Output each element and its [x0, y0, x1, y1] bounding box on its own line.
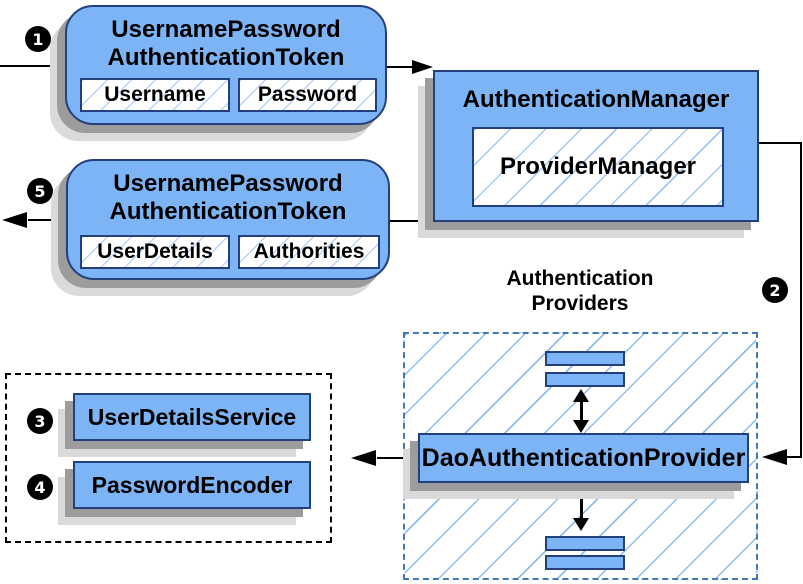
double-arrow-top-icon [572, 389, 590, 433]
provider-bar-top-1 [545, 351, 625, 366]
providers-group-label: Authentication Providers [460, 266, 700, 316]
providers-group-label-line1: Authentication [506, 267, 654, 290]
step-badge-3: 3 [27, 408, 53, 434]
dao-authentication-provider-box: DaoAuthenticationProvider [418, 433, 749, 483]
username-field-label: Username [104, 83, 206, 106]
userdetails-field-box: UserDetails [80, 235, 230, 269]
connector-incoming-request [0, 65, 67, 67]
connector-dao-to-beans [377, 457, 419, 459]
step-badge-1: 1 [25, 26, 51, 52]
user-details-service-label: UserDetailsService [87, 403, 297, 430]
authorities-field-box: Authorities [238, 235, 380, 269]
userdetails-field-label: UserDetails [97, 240, 213, 263]
username-field-box: Username [80, 78, 230, 112]
beans-container [5, 373, 332, 543]
authorities-field-label: Authorities [253, 240, 365, 263]
connector-token-to-manager [387, 66, 415, 68]
step-badge-5: 5 [27, 178, 53, 204]
response-token-box: UsernamePassword AuthenticationToken Use… [66, 159, 390, 280]
request-token-title-line1: UsernamePassword [111, 16, 341, 43]
password-field-box: Password [238, 78, 377, 112]
authentication-manager-title: AuthenticationManager [462, 86, 730, 113]
connector-token-outgoing [28, 219, 66, 221]
user-details-service-box: UserDetailsService [73, 393, 311, 441]
connector-manager-to-provider-h [759, 142, 802, 144]
authentication-manager-box: AuthenticationManager ProviderManager [433, 70, 759, 222]
provider-manager-label: ProviderManager [499, 153, 697, 180]
request-token-title-line2: AuthenticationToken [107, 44, 345, 71]
password-encoder-box: PasswordEncoder [73, 461, 311, 509]
password-field-label: Password [257, 83, 358, 106]
response-token-title-line2: AuthenticationToken [109, 198, 347, 225]
arrowhead-right-icon [412, 60, 433, 74]
response-token-title-line1: UsernamePassword [113, 170, 343, 197]
arrowhead-left-beans-icon [351, 450, 376, 466]
step-badge-2: 2 [762, 277, 788, 303]
providers-group-label-line2: Providers [531, 292, 629, 315]
connector-manager-to-token [390, 220, 434, 222]
provider-manager-box: ProviderManager [472, 127, 724, 207]
provider-bar-bottom-2 [545, 555, 625, 570]
step-badge-4: 4 [27, 474, 53, 500]
password-encoder-label: PasswordEncoder [91, 471, 293, 498]
arrowhead-left-dao-icon [762, 449, 787, 465]
provider-bar-top-2 [545, 372, 625, 387]
connector-manager-to-provider-v [800, 142, 802, 458]
request-token-box: UsernamePassword AuthenticationToken Use… [65, 5, 387, 125]
arrowhead-left-response-icon [2, 212, 27, 228]
dao-authentication-provider-label: DaoAuthenticationProvider [421, 443, 746, 472]
connector-into-dao [786, 456, 801, 458]
provider-bar-bottom-1 [545, 536, 625, 551]
double-arrow-bottom-icon [572, 486, 590, 531]
